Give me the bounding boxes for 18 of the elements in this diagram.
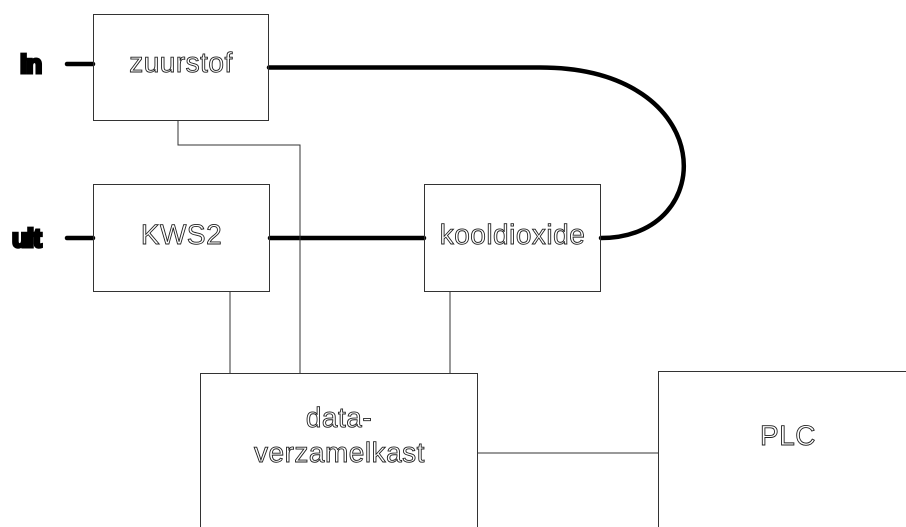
connector-line bbox=[478, 452, 658, 454]
port-label: uit bbox=[12, 224, 41, 252]
thick-line bbox=[64, 62, 96, 66]
component-box bbox=[93, 184, 270, 292]
thick-line bbox=[266, 65, 686, 240]
component-box bbox=[200, 373, 478, 527]
box-label: PLC bbox=[759, 419, 817, 453]
component-box bbox=[658, 371, 906, 527]
connector-line bbox=[178, 120, 300, 374]
component-box bbox=[424, 184, 601, 292]
thick-line bbox=[64, 236, 96, 240]
port-label: in bbox=[20, 50, 42, 78]
box-label: KWS2 bbox=[140, 218, 224, 252]
thick-line bbox=[268, 236, 426, 240]
box-label: data- verzamelkast bbox=[254, 401, 424, 470]
box-label: zuurstof bbox=[128, 46, 234, 80]
box-label: kooldioxide bbox=[438, 218, 586, 252]
component-box bbox=[93, 14, 269, 121]
